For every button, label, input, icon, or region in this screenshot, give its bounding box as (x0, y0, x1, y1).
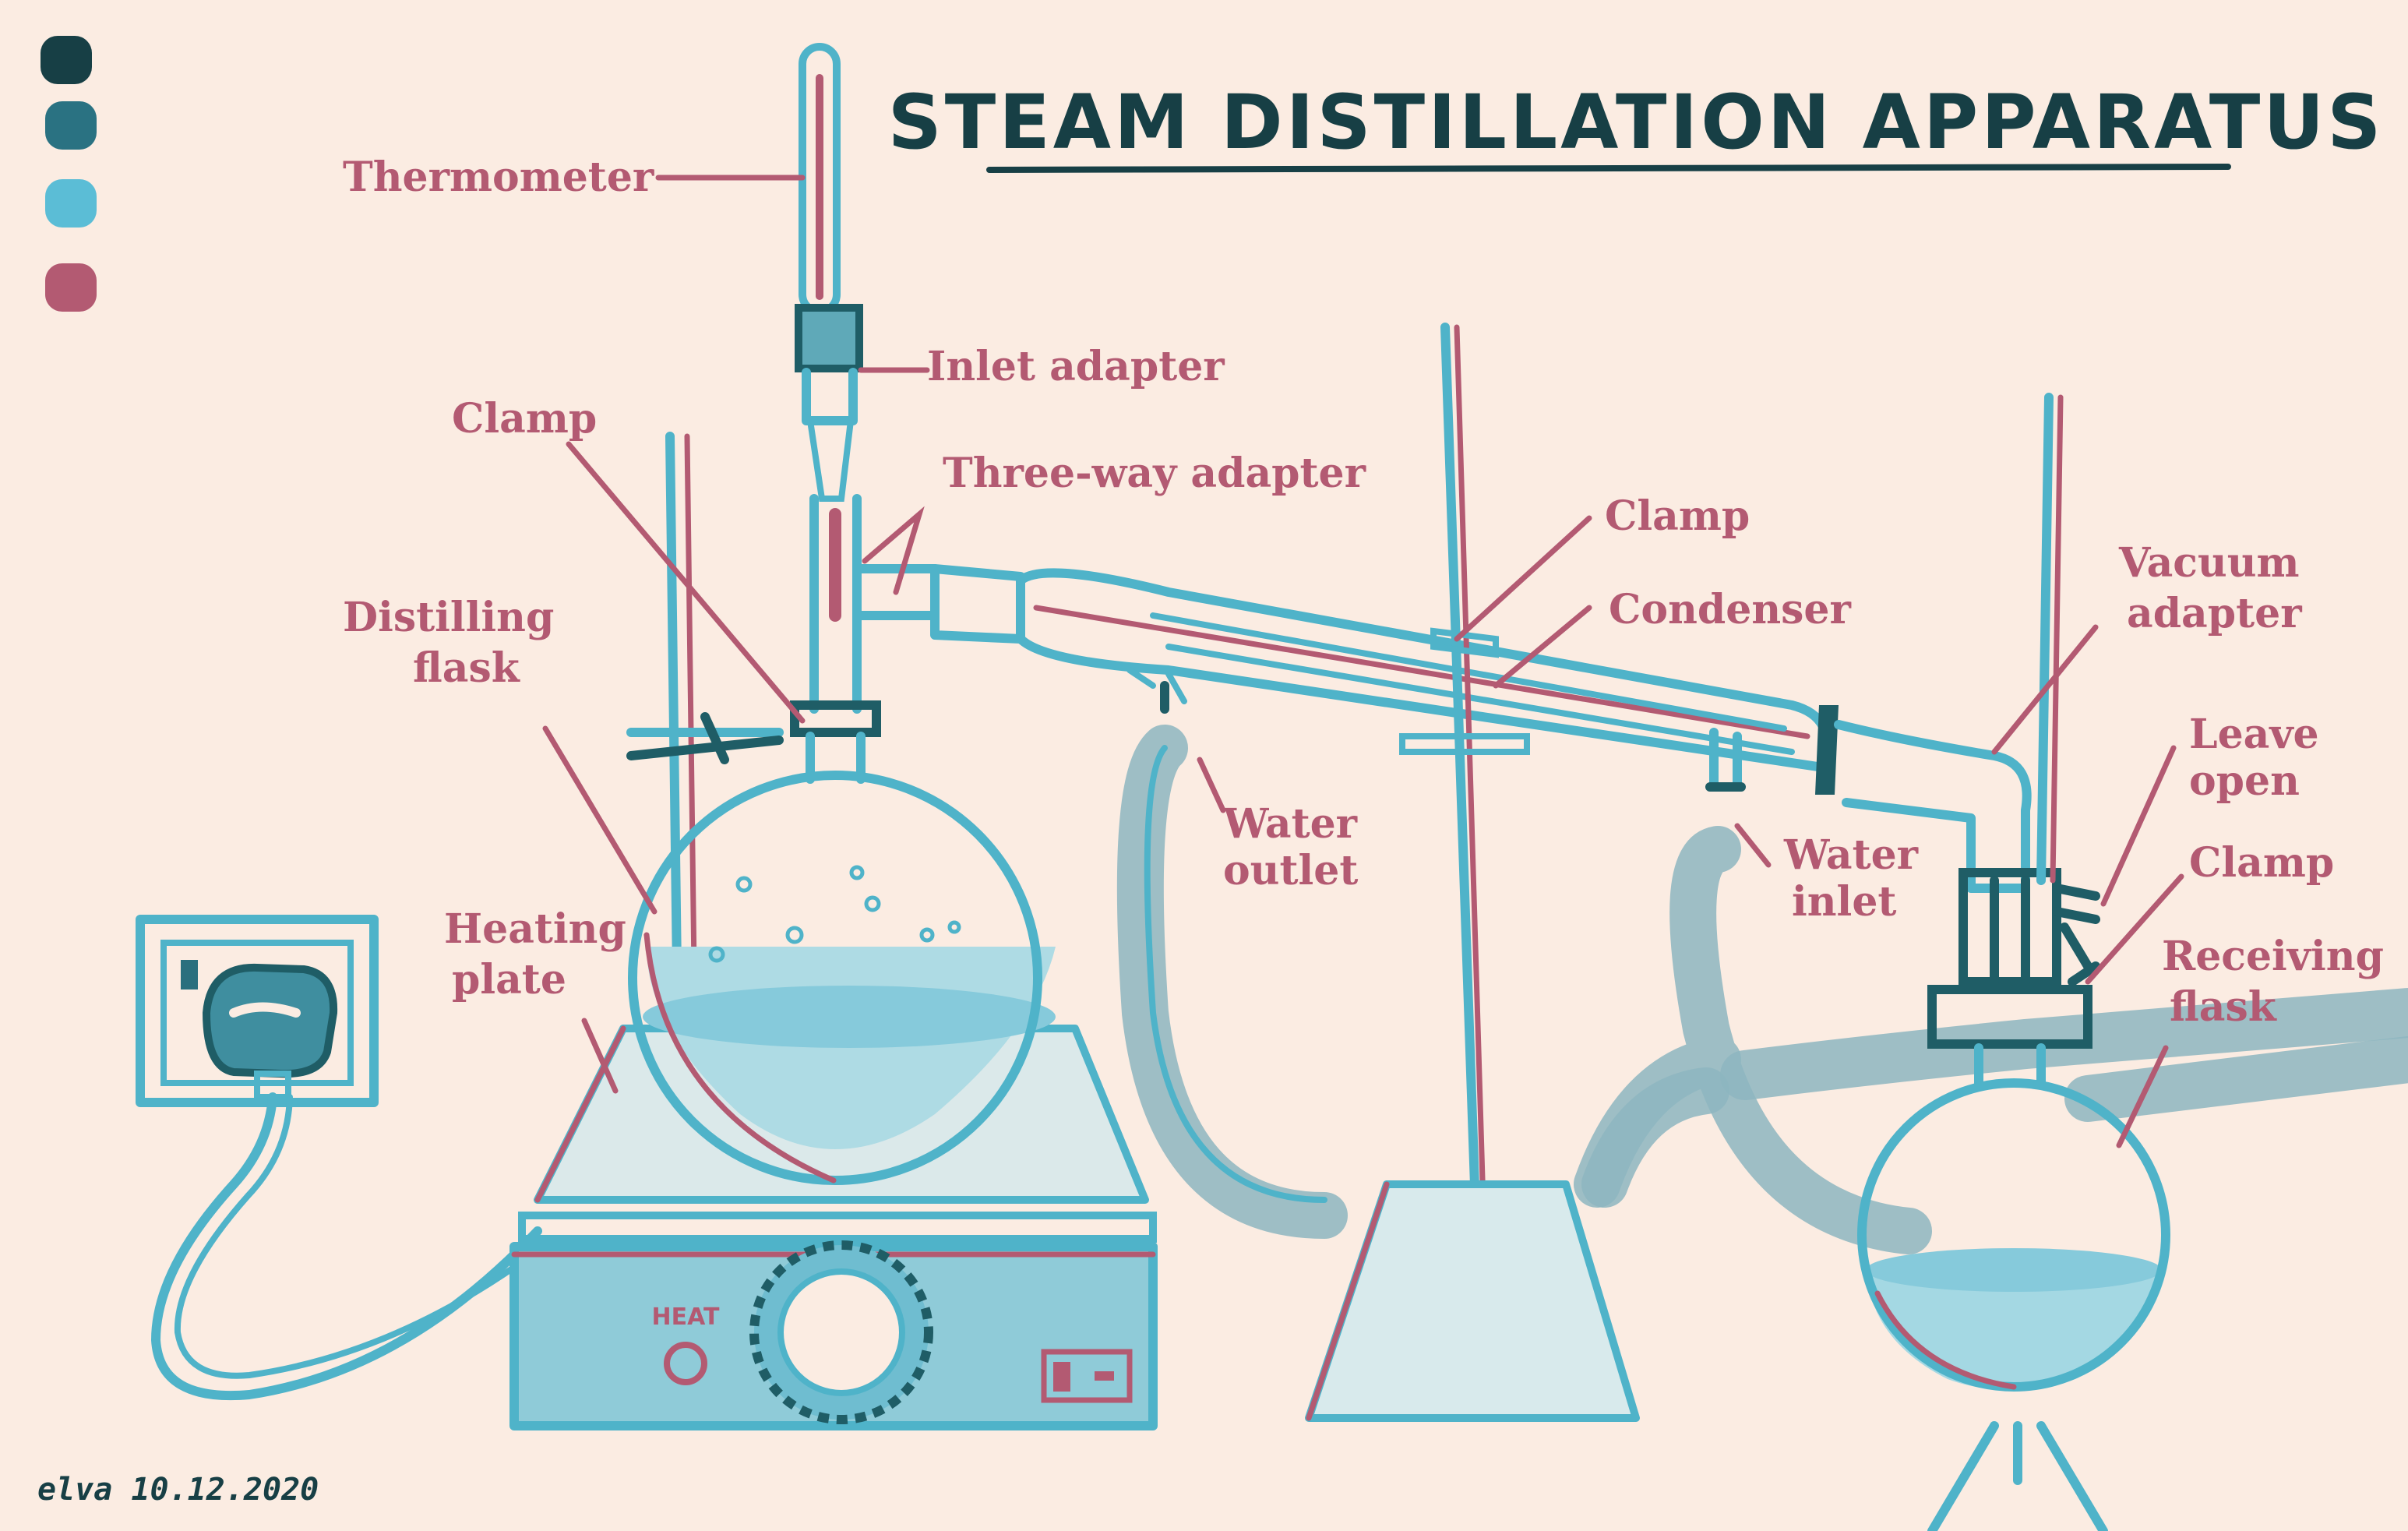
label-heating-plate-1: Heating (444, 905, 626, 953)
label-clamp-left: Clamp (452, 395, 597, 443)
power-switch (1041, 1349, 1133, 1403)
distilling-flask (628, 700, 1056, 1185)
label-vacuum-adapter-1: Vacuum (2118, 539, 2300, 587)
bubble (849, 865, 865, 880)
label-leave-open-1: Leave (2189, 711, 2319, 758)
label-clamp-right: Clamp (2189, 839, 2334, 887)
label-leaders (542, 175, 2184, 1148)
label-water-inlet-2: inlet (1792, 878, 1896, 926)
bubble (919, 927, 935, 943)
label-thermometer: Thermometer (343, 153, 654, 201)
label-leave-open-2: open (2189, 757, 2300, 805)
color-palette (41, 36, 97, 312)
label-water-inlet-1: Water (1783, 831, 1919, 879)
label-three-way-adapter: Three-way adapter (943, 450, 1366, 497)
vacuum-adapter (1834, 720, 2100, 986)
label-inlet-adapter: Inlet adapter (927, 343, 1225, 390)
thermometer (799, 43, 841, 316)
plug-icon (202, 963, 338, 1078)
bubble (735, 876, 753, 893)
bubble (864, 895, 881, 912)
palette-swatch-1 (41, 36, 92, 84)
label-distilling-flask-2: flask (413, 644, 520, 692)
label-receiving-flask-2: flask (2170, 983, 2277, 1031)
label-water-outlet-2: outlet (1223, 847, 1358, 894)
heat-label: HEAT (652, 1303, 720, 1331)
middle-clamp-stand (1305, 323, 1640, 1422)
inlet-adapter (795, 304, 863, 502)
artist-signature: elva 10.12.2020 (37, 1472, 319, 1508)
right-clamp-stand (2036, 393, 2100, 986)
three-way-adapter (809, 494, 940, 714)
wall-socket (136, 915, 379, 1107)
label-vacuum-adapter-2: adapter (2127, 590, 2302, 637)
label-heating-plate-2: plate (452, 956, 566, 1004)
bubble (708, 946, 725, 963)
palette-swatch-2 (45, 101, 97, 150)
left-clamp-stand (626, 432, 784, 1033)
bubble (785, 926, 804, 944)
receiving-flask (1857, 985, 2170, 1531)
vacuum-port (2052, 884, 2100, 924)
page-title: STEAM DISTILLATION APPARATUS (888, 79, 2385, 166)
label-water-outlet-1: Water (1222, 800, 1358, 848)
water-outlet-tube (1116, 725, 1348, 1239)
heat-control-knob (749, 1240, 933, 1424)
title-underline (986, 164, 2231, 173)
label-distilling-flask-1: Distilling (343, 594, 554, 641)
label-clamp-middle: Clamp (1605, 492, 1750, 540)
bubble (947, 920, 961, 934)
palette-swatch-4 (45, 263, 97, 312)
palette-swatch-3 (45, 179, 97, 228)
label-receiving-flask-1: Receiving (2162, 933, 2384, 980)
labels: Thermometer Inlet adapter Clamp Three-wa… (343, 153, 2384, 1031)
label-condenser: Condenser (1609, 586, 1851, 633)
power-cable (151, 1092, 542, 1401)
heat-indicator-light (664, 1342, 707, 1385)
